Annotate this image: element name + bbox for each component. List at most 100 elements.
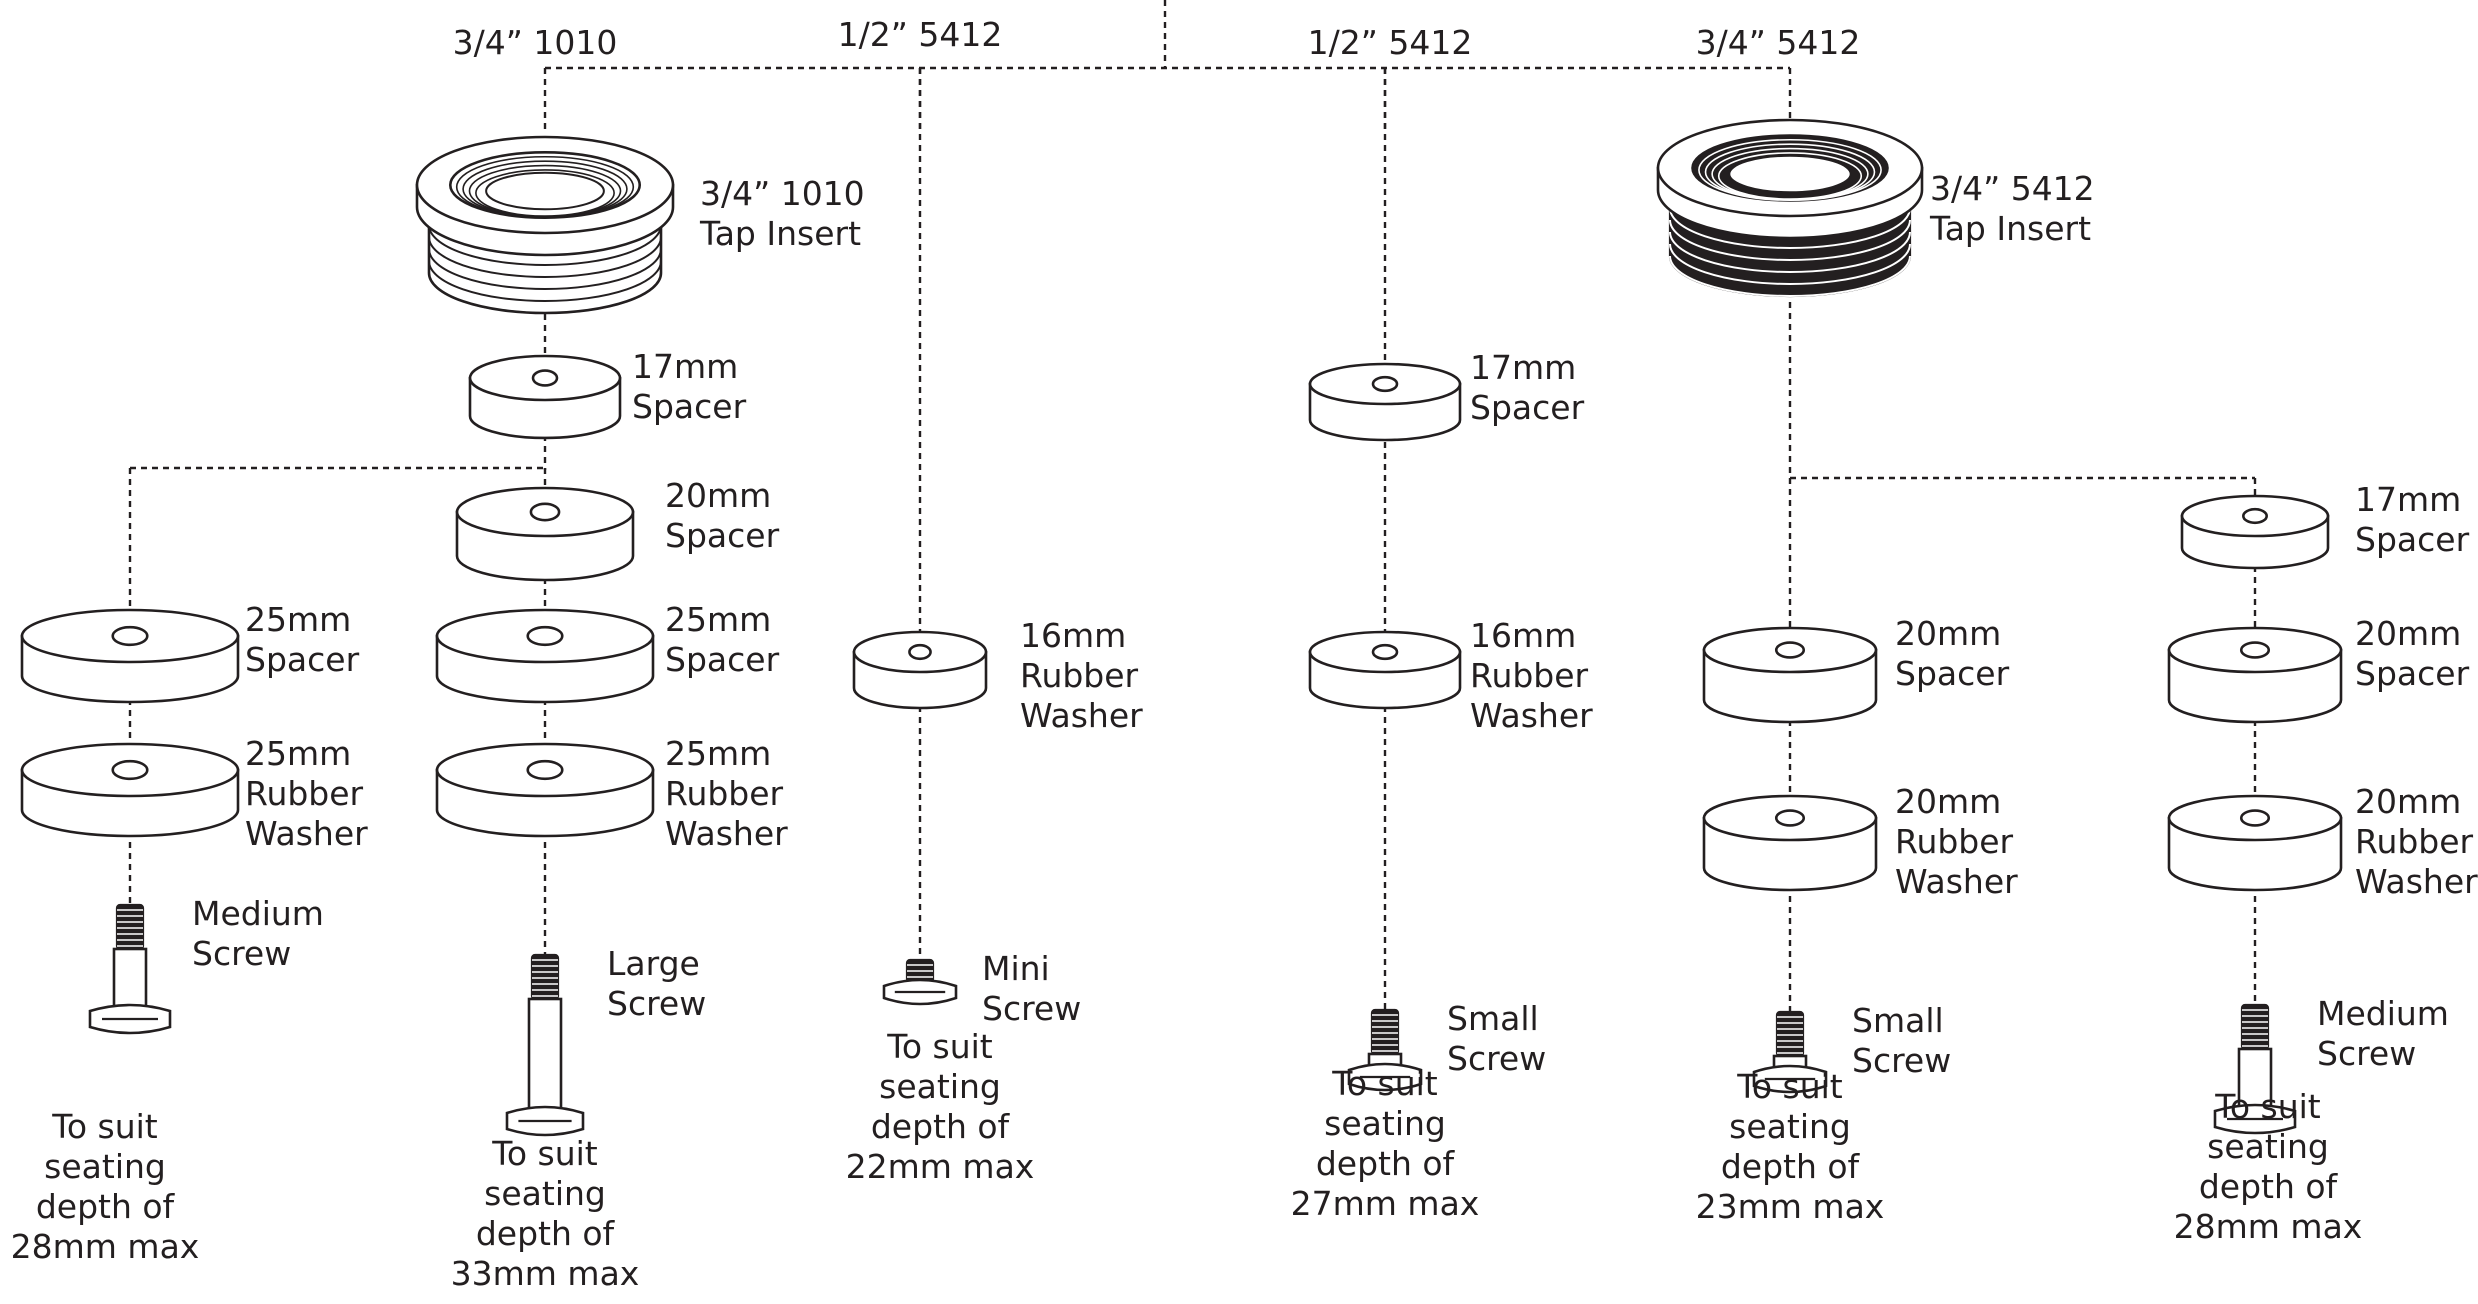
- seating-depth-note-line: To suit: [1736, 1067, 1843, 1106]
- large-screw-shank: [527, 997, 563, 1111]
- screw-label-line: Large: [607, 944, 700, 983]
- seating-depth-note-line: seating: [484, 1174, 606, 1213]
- tap-insert-5412-bore-hole: [1728, 154, 1852, 194]
- mini-screw: [882, 958, 958, 1006]
- column-part-label-line: 20mm: [2355, 614, 2461, 653]
- column-part-disc: [435, 608, 655, 704]
- tap-insert-5412: [1656, 118, 1924, 298]
- column-part-label-line: 16mm: [1020, 616, 1126, 655]
- column-part-disc: [2167, 794, 2343, 892]
- tap-insert-5412-thread-ring: [1669, 255, 1911, 297]
- column-part-disc: [2167, 626, 2343, 724]
- column-part-disc: [2180, 494, 2330, 570]
- column-part-label-line: Spacer: [245, 640, 360, 679]
- column-part-label-line: Washer: [245, 814, 368, 853]
- tap-insert-5412-thread-ring: [1669, 243, 1911, 285]
- column-part-disc: [1702, 626, 1878, 724]
- column-part-disc-hole: [1774, 809, 1806, 827]
- screw-label-line: Screw: [607, 984, 706, 1023]
- column-part-label-line: 16mm: [1470, 616, 1576, 655]
- screw-label-line: Screw: [1852, 1041, 1951, 1080]
- seating-depth-note-line: depth of: [36, 1187, 176, 1226]
- medium-screw-thread: [115, 903, 145, 951]
- seating-depth-note-line: seating: [879, 1067, 1001, 1106]
- screw-label-line: Small: [1852, 1001, 1944, 1040]
- branch-label: 1/2” 5412: [1308, 23, 1473, 62]
- small-screw-thread: [1370, 1008, 1400, 1056]
- column-part-disc-hole: [111, 759, 149, 781]
- tap-insert-1010-bore-hole: [485, 171, 605, 211]
- seating-depth-note-line: 28mm max: [11, 1227, 200, 1266]
- column-part-label-line: 17mm: [2355, 480, 2461, 519]
- column-part-disc-hole: [1371, 643, 1399, 661]
- column-part-label-line: 25mm: [245, 600, 351, 639]
- large-screw-thread: [530, 953, 560, 1001]
- column-part-label-line: Washer: [1895, 862, 2018, 901]
- seating-depth-note-line: depth of: [871, 1107, 1011, 1146]
- seating-depth-note-line: To suit: [2214, 1087, 2321, 1126]
- seating-depth-note-line: To suit: [886, 1027, 993, 1066]
- screw-label-line: Medium: [2317, 994, 2449, 1033]
- seating-depth-note-line: To suit: [51, 1107, 158, 1146]
- tap-insert-5412-thread-ring: [1669, 231, 1911, 273]
- seating-depth-note-line: depth of: [1316, 1144, 1456, 1183]
- column-part-label-line: Washer: [2355, 862, 2478, 901]
- column-part-label-line: Rubber: [1470, 656, 1589, 695]
- branch-label: 1/2” 5412: [838, 15, 1003, 54]
- column-part-label-line: Spacer: [1895, 654, 2010, 693]
- screw-label-line: Screw: [192, 934, 291, 973]
- column-part-label-line: Spacer: [1470, 388, 1585, 427]
- column-part-disc-hole: [2239, 641, 2271, 659]
- column-part-disc-hole: [526, 625, 564, 647]
- column-part-disc-hole: [1371, 375, 1399, 393]
- shared-spacer-label-line: Spacer: [632, 387, 747, 426]
- column-part-disc-hole: [526, 759, 564, 781]
- tap-insert-1010-thread-ring: [428, 236, 662, 278]
- column-part-disc: [455, 486, 635, 582]
- screw-label-line: Screw: [982, 989, 1081, 1028]
- screw-label-line: Screw: [2317, 1034, 2416, 1073]
- tap-insert-1010-thread-ring: [428, 248, 662, 290]
- column-part-label-line: Rubber: [1020, 656, 1139, 695]
- small-screw-thread: [1775, 1010, 1805, 1058]
- screw-label-line: Medium: [192, 894, 324, 933]
- seating-depth-note-line: 22mm max: [846, 1147, 1035, 1186]
- spacer-17mm: [468, 354, 622, 440]
- screw-label-line: Small: [1447, 999, 1539, 1038]
- branch-label: 3/4” 5412: [1696, 23, 1861, 62]
- seating-depth-note-line: To suit: [1331, 1064, 1438, 1103]
- column-part-disc: [1702, 794, 1878, 892]
- column-part-disc: [20, 608, 240, 704]
- parts-layer: [20, 118, 2343, 1137]
- tap-insert-5412-thread-ring: [1669, 219, 1911, 261]
- medium-screw-shank: [2237, 1047, 2273, 1109]
- column-part-disc-hole: [2239, 809, 2271, 827]
- seating-depth-note-line: depth of: [1721, 1147, 1861, 1186]
- seating-depth-note-line: seating: [2207, 1127, 2329, 1166]
- tap-insert-label-5412-line: 3/4” 5412: [1930, 169, 2095, 208]
- tap-insert-label-5412-line: Tap Insert: [1929, 209, 2091, 248]
- small-screw: [1752, 1010, 1828, 1094]
- tap-insert-1010: [415, 135, 675, 315]
- column-part-label-line: 20mm: [665, 476, 771, 515]
- column-part-disc-hole: [111, 625, 149, 647]
- column-part-disc-hole: [1774, 641, 1806, 659]
- medium-screw-thread: [2240, 1003, 2270, 1051]
